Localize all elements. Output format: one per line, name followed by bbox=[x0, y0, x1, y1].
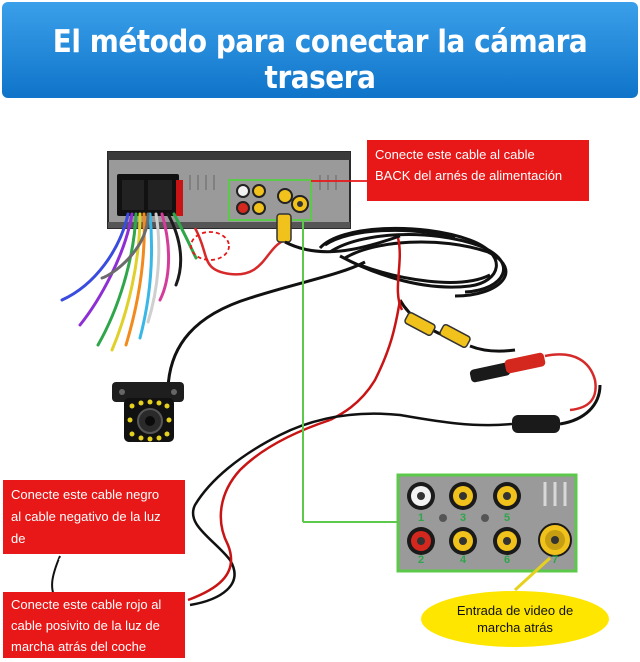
jack-number: 4 bbox=[460, 554, 467, 566]
jack-number: 1 bbox=[418, 512, 424, 524]
cable-junction bbox=[512, 415, 560, 433]
jack-number: 2 bbox=[418, 554, 424, 566]
callout-line: Conecte este cable negro bbox=[11, 487, 160, 502]
coil-red-wire bbox=[396, 237, 404, 311]
callout-line: BACK del arnés de alimentación bbox=[375, 168, 563, 183]
back-cable-callout: Conecte este cable al cable BACK del arn… bbox=[367, 140, 589, 201]
cable-link bbox=[469, 344, 516, 353]
positive-wire bbox=[187, 418, 331, 602]
video-input-line: Entrada de video de bbox=[456, 603, 574, 618]
back-wire bbox=[193, 227, 286, 276]
jack-number: 3 bbox=[460, 512, 466, 524]
jack-number: 6 bbox=[504, 554, 510, 566]
rca-panel-small bbox=[228, 179, 312, 221]
pointer-lines bbox=[302, 220, 398, 523]
jack-number: 5 bbox=[504, 512, 510, 524]
callout-line: marcha atrás del coche bbox=[11, 553, 147, 568]
jack-number: 7 bbox=[552, 554, 558, 566]
callout-line: Conecte este cable al cable bbox=[375, 147, 535, 162]
rca-panel-zoom bbox=[396, 473, 578, 573]
camera-cable bbox=[166, 260, 366, 389]
video-input-label: Entrada de video de marcha atrás bbox=[421, 591, 609, 647]
callout-line: Conecte este cable rojo al bbox=[11, 597, 162, 612]
wire-harness bbox=[60, 212, 198, 352]
negative-cable-callout: Conecte este cable negro al cable negati… bbox=[3, 480, 185, 568]
rca-plug-cable bbox=[404, 311, 471, 349]
backup-camera bbox=[112, 382, 184, 442]
junction-wire bbox=[559, 384, 602, 426]
rca-plug-top bbox=[276, 213, 292, 243]
page-title: El método para conectar la cámara traser… bbox=[52, 24, 588, 96]
jack-number-labels: 1 3 5 2 4 6 7 bbox=[418, 512, 558, 566]
back-wire-marker bbox=[190, 231, 230, 261]
callout-line: cable posivito de la luz de bbox=[11, 618, 160, 633]
positive-cable-callout: Conecte este cable rojo al cable posivit… bbox=[3, 592, 185, 658]
video-label-pointer bbox=[513, 556, 552, 592]
callout-line: al cable negativo de la luz de bbox=[11, 509, 161, 546]
power-plug bbox=[469, 352, 597, 412]
title-banner: El método para conectar la cámara traser… bbox=[2, 2, 638, 98]
video-input-line: marcha atrás bbox=[477, 620, 553, 635]
camera-power-wire bbox=[329, 299, 402, 422]
callout-line: marcha atrás del coche bbox=[11, 639, 147, 654]
